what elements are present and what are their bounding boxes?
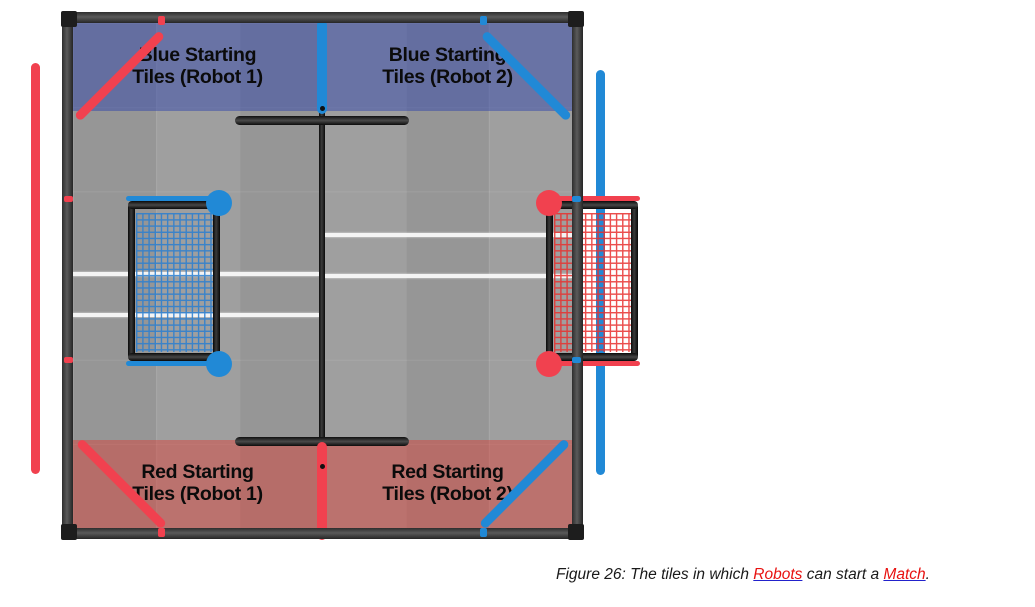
- field-corner-top-right: [568, 11, 584, 27]
- red-goal-post-inner: [546, 204, 553, 359]
- red-goal-post-outer: [631, 204, 638, 359]
- red-goal-mesh: [554, 213, 636, 352]
- blue-goal-rail-bottom: [128, 353, 220, 361]
- label-line-1: Red Starting: [391, 461, 504, 484]
- crossbar-top: [235, 116, 409, 125]
- rail-tick-left-lower-red: [64, 357, 73, 363]
- caption-prefix: Figure 26: The tiles in which: [556, 566, 754, 583]
- tape-line-right-lower: [325, 274, 572, 278]
- figure-caption: Figure 26: The tiles in which Robots can…: [556, 566, 1006, 584]
- red-goal-rail-top: [546, 201, 638, 209]
- label-line-1: Blue Starting: [138, 44, 257, 67]
- blue-goal-post-outer: [128, 204, 135, 359]
- label-line-2: Tiles (Robot 1): [132, 66, 263, 88]
- crossbar-bottom: [235, 437, 409, 446]
- blue-goal-tape-top: [126, 196, 222, 201]
- red-goal-tape-bottom: [544, 361, 640, 366]
- blue-starting-tiles-robot-1-label: Blue Starting Tiles (Robot 1): [73, 44, 322, 89]
- rail-tick-top-right-blue: [480, 16, 487, 25]
- field-rail-left: [62, 12, 73, 539]
- field-rail-top: [62, 12, 583, 23]
- red-alliance-station-bar: [31, 63, 40, 474]
- caption-middle: can start a: [802, 566, 884, 583]
- field-corner-bottom-right: [568, 524, 584, 540]
- blue-goal-disc-bottom: [206, 351, 232, 377]
- match-link[interactable]: Match: [883, 566, 926, 583]
- center-pole-blue-cap: [317, 20, 327, 114]
- blue-goal: [126, 190, 232, 377]
- rail-tick-bottom-right-blue: [480, 528, 487, 537]
- label-line-1: Red Starting: [141, 461, 254, 484]
- competition-field: Blue Starting Tiles (Robot 1) Blue Start…: [61, 11, 640, 540]
- blue-goal-disc-top: [206, 190, 232, 216]
- field-corner-bottom-left: [61, 524, 77, 540]
- blue-goal-rail-top: [128, 201, 220, 209]
- center-pole-dot-bottom: [320, 464, 325, 469]
- center-pole-dot-top: [320, 106, 325, 111]
- field-corner-top-left: [61, 11, 77, 27]
- blue-goal-mesh: [136, 213, 218, 352]
- rail-tick-top-left-red: [158, 16, 165, 25]
- blue-goal-post-inner: [213, 204, 220, 359]
- red-goal-disc-top: [536, 190, 562, 216]
- blue-goal-tape-bottom: [126, 361, 222, 366]
- label-line-2: Tiles (Robot 2): [382, 483, 513, 505]
- label-line-2: Tiles (Robot 2): [382, 66, 513, 88]
- red-starting-tiles-robot-2-label: Red Starting Tiles (Robot 2): [323, 461, 572, 506]
- label-line-1: Blue Starting: [388, 44, 507, 67]
- red-goal-rail-bottom: [546, 353, 638, 361]
- center-pole-red-cap: [317, 442, 327, 540]
- caption-suffix: .: [925, 566, 930, 583]
- rail-tick-left-upper-red: [64, 196, 73, 202]
- tape-line-right-upper: [325, 233, 572, 237]
- robots-link[interactable]: Robots: [753, 566, 803, 583]
- red-goal-disc-bottom: [536, 351, 562, 377]
- blue-starting-tiles-robot-2-label: Blue Starting Tiles (Robot 2): [323, 44, 572, 89]
- red-goal: [536, 190, 640, 377]
- rail-tick-right-upper-blue: [572, 196, 581, 202]
- rail-tick-right-lower-blue: [572, 357, 581, 363]
- red-goal-tape-top: [544, 196, 640, 201]
- red-starting-tiles-robot-1-label: Red Starting Tiles (Robot 1): [73, 461, 322, 506]
- center-pole: [319, 23, 325, 528]
- field-rail-right: [572, 12, 583, 539]
- label-line-2: Tiles (Robot 1): [132, 483, 263, 505]
- field-rail-bottom: [62, 528, 583, 539]
- rail-tick-bottom-left-red: [158, 528, 165, 537]
